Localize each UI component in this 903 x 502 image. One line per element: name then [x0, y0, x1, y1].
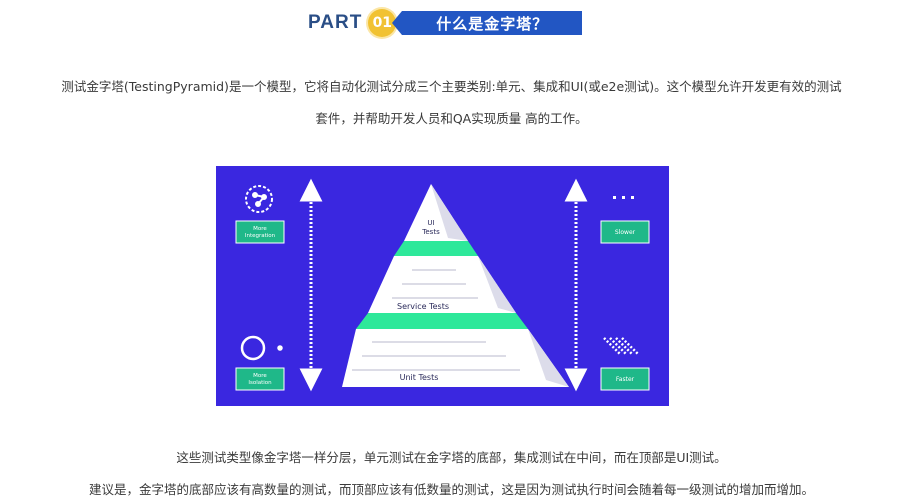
more-integration-box	[235, 220, 285, 244]
slower-label: Slower	[615, 229, 636, 236]
pyramid	[342, 184, 569, 387]
network-icon	[245, 185, 273, 213]
outro-line-1: 这些测试类型像金字塔一样分层，单元测试在金字塔的底部，集成测试在中间，而在顶部是…	[176, 450, 727, 465]
slow-dots-icon	[613, 196, 634, 199]
outro-line-2: 建议是，金字塔的底部应该有高数量的测试，而顶部应该有低数量的测试，这是因为测试执…	[88, 482, 814, 497]
part-label: PART	[308, 12, 363, 33]
more-integration-line-2: Integration	[245, 233, 276, 239]
intro-line-1: 测试金字塔(TestingPyramid)是一个模型，它将自动化测试分成三个主要…	[61, 79, 842, 94]
testing-pyramid-figure: More Integration More Isolation Slower F…	[216, 166, 669, 406]
more-isolation-box	[235, 367, 285, 391]
unit-tests-label: Unit Tests	[400, 373, 439, 382]
isolation-circle-icon	[240, 335, 283, 361]
more-integration-line-1: More	[253, 226, 267, 232]
right-double-arrow	[564, 178, 588, 392]
pyramid-bottom-tier	[342, 329, 569, 387]
intro-line-2: 套件，并帮助开发人员和QA实现质量 高的工作。	[315, 111, 588, 126]
part-number-badge: 01	[368, 9, 397, 37]
left-double-arrow	[299, 178, 323, 392]
more-isolation-line-2: Isolation	[248, 380, 272, 386]
pyramid-band-2	[356, 313, 528, 329]
ui-tests-line-2: Tests	[421, 228, 440, 236]
more-isolation-line-1: More	[253, 373, 267, 379]
pyramid-diagram: More Integration More Isolation Slower F…	[235, 178, 650, 392]
speed-lines-icon	[603, 337, 639, 355]
faster-label: Faster	[616, 376, 635, 383]
pyramid-band-1	[394, 241, 478, 256]
service-tests-label: Service Tests	[397, 302, 449, 311]
title-banner: 什么是金字塔？	[392, 11, 583, 35]
section-title: 什么是金字塔？	[436, 14, 549, 33]
ui-tests-line-1: UI	[427, 219, 434, 227]
faster-box	[600, 367, 650, 391]
slower-box	[600, 220, 650, 244]
section-header: PART 01 什么是金字塔？	[308, 8, 583, 38]
